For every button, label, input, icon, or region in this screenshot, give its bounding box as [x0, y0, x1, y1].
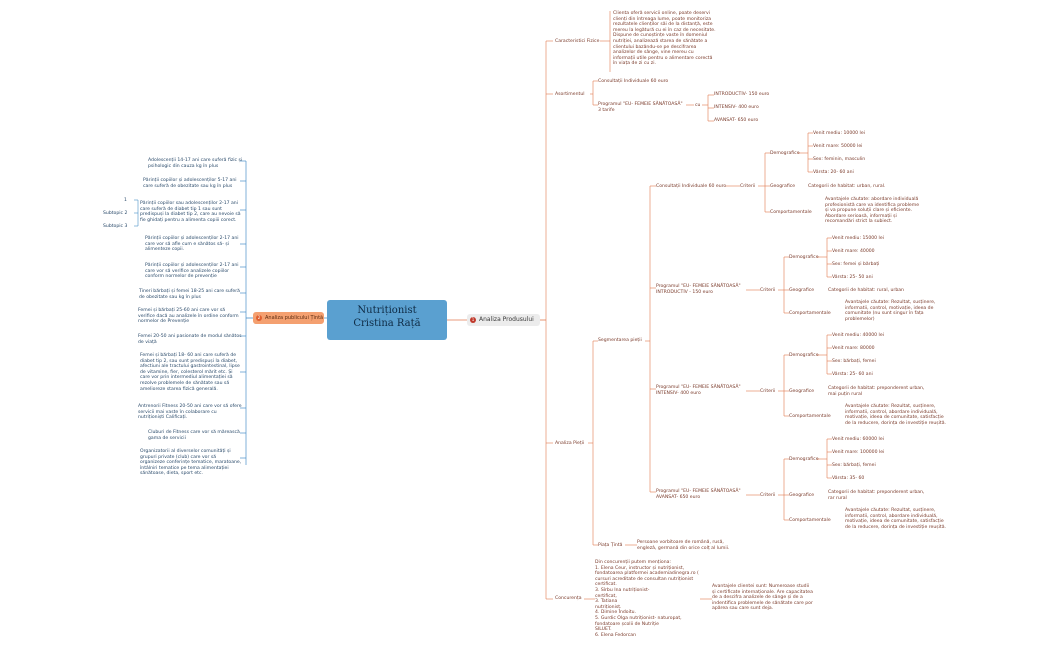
central-topic-title: Nutriționist Cristina Rață	[353, 305, 421, 329]
audience-item[interactable]: Adolescenții 14-17 ani care suferă fizic…	[148, 158, 243, 169]
comportamentale-text[interactable]: Avantajele căutate: Rezultat, susținere,…	[845, 300, 936, 322]
asortiment-consult[interactable]: Consultații Individuale 60 euro	[598, 79, 669, 84]
demo-item[interactable]: Venit mediu: 40000 lei	[832, 333, 884, 338]
demografice-label[interactable]: Demografice	[770, 151, 800, 156]
audience-item[interactable]: Antrenorii Fitness 20-50 ani care vor să…	[138, 404, 242, 421]
tier-item[interactable]: AVANSAT- 650 euro	[714, 118, 759, 123]
subtopic-1[interactable]: 1	[124, 198, 127, 203]
demo-item[interactable]: Venit mare: 100000 lei	[832, 450, 885, 455]
comportamentale-label[interactable]: Comportamentale	[789, 414, 831, 419]
audience-item[interactable]: Tineri bărbați și femei 18-25 ani care s…	[139, 289, 240, 300]
demo-item[interactable]: Sex: feminin, masculin	[813, 157, 866, 162]
piata-tinta-text[interactable]: Persoane vorbitoare de română, rusă, eng…	[637, 540, 730, 551]
concurenta-note[interactable]: Avantajele clientei sunt: Numeroase stud…	[712, 584, 813, 612]
caracteristici-text[interactable]: Clienta oferă servicii online, poate des…	[613, 11, 716, 67]
demo-item[interactable]: Sex: bărbați, femei	[832, 359, 876, 364]
audience-item[interactable]: Părinții copiilor sau adolescenților 2-1…	[140, 201, 241, 223]
geografice-label[interactable]: Geografice	[789, 389, 815, 394]
right-main-topic-label: Analiza Produsului	[479, 316, 534, 323]
comportamentale-label[interactable]: Comportamentale	[770, 210, 812, 215]
topic-number-badge: 2	[256, 315, 262, 321]
segmentarea-label[interactable]: Segmentarea pieții	[598, 338, 642, 343]
topic-number-badge: 1	[470, 317, 476, 323]
left-main-topic[interactable]: 2 Analiza publicului Țintă	[253, 312, 324, 324]
asortimentul-label[interactable]: Asortimentul	[555, 92, 585, 97]
geografice-label[interactable]: Geografice	[770, 184, 796, 189]
segment-name[interactable]: Programul "EU- FEMEIE SĂNĂTOASĂ" AVANSAT…	[656, 489, 741, 500]
audience-item[interactable]: Părinții copiilor și adolescenților 2-17…	[145, 263, 239, 280]
piata-tinta-label[interactable]: Piața Țintă	[598, 543, 623, 548]
tier-item[interactable]: INTENSIV- 400 euro	[714, 105, 759, 110]
subtopic-2[interactable]: Subtopic 2	[103, 211, 128, 216]
demo-item[interactable]: Venit mare: 50000 lei	[813, 144, 863, 149]
comportamentale-text[interactable]: Avantajele căutate: abordare individuală…	[825, 197, 920, 225]
geografice-label[interactable]: Geografice	[789, 288, 815, 293]
demografice-label[interactable]: Demografice	[789, 255, 819, 260]
demo-item[interactable]: Vârsta: 25- 60 ani	[832, 372, 873, 377]
right-main-topic[interactable]: 1 Analiza Produsului	[467, 314, 540, 326]
geografice-text[interactable]: Categorii de habitat: urban, rural.	[808, 184, 886, 189]
geografice-label[interactable]: Geografice	[789, 493, 815, 498]
demo-item[interactable]: Venit mediu: 60000 lei	[832, 437, 884, 442]
audience-item[interactable]: Femei 20-50 ani pasionate de modul sănăt…	[138, 334, 242, 345]
subtopic-3[interactable]: Subtopic 3	[103, 224, 128, 229]
audience-item[interactable]: Femei și bărbați 25-60 ani care vor să v…	[138, 308, 239, 325]
comportamentale-label[interactable]: Comportamentale	[789, 518, 831, 523]
segment-name[interactable]: Programul "EU- FEMEIE SĂNĂTOASĂ" INTENSI…	[656, 385, 741, 396]
comportamentale-text[interactable]: Avantajele căutate: Rezultat, susținere,…	[845, 404, 947, 426]
segment-name[interactable]: Consultații Individuale 60 euro	[656, 184, 727, 189]
audience-item[interactable]: Femei și bărbați 18- 60 ani care suferă …	[140, 353, 240, 392]
comportamentale-label[interactable]: Comportamentale	[789, 311, 831, 316]
demo-item[interactable]: Sex: bărbați, femei	[832, 463, 876, 468]
comportamentale-text[interactable]: Avantajele căutate: Rezultat, susținere,…	[845, 508, 947, 530]
demo-item[interactable]: Sex: femei și bărbați	[832, 262, 880, 267]
demografice-label[interactable]: Demografice	[789, 457, 819, 462]
geografice-text[interactable]: Categorii de habitat: rural, urban	[828, 288, 904, 293]
criterii-label[interactable]: Criterii	[760, 493, 776, 498]
demo-item[interactable]: Venit mediu: 15000 lei	[832, 236, 884, 241]
demo-item[interactable]: Vârsta: 35- 60	[832, 476, 865, 481]
concurenta-label[interactable]: Concurența	[555, 596, 582, 601]
audience-item[interactable]: Cluburi de Fitness care vor să mărească …	[148, 430, 240, 441]
asortiment-program[interactable]: Programul "EU- FEMEIE SĂNĂTOASĂ" 3 tarif…	[598, 102, 683, 113]
central-topic[interactable]: Nutriționist Cristina Rață	[327, 300, 447, 340]
demo-item[interactable]: Vârsta: 25- 50 ani	[832, 275, 873, 280]
criterii-label[interactable]: Criterii	[760, 288, 776, 293]
asortiment-cu: cu	[695, 103, 701, 108]
audience-item[interactable]: Părinții copiilor și adolescenților 2-17…	[145, 236, 239, 253]
segment-name[interactable]: Programul "EU- FEMEIE SĂNĂTOASĂ" INTRODU…	[656, 284, 741, 295]
audience-item[interactable]: Părinții copiilor și adolescenților 5-17…	[143, 178, 237, 189]
audience-item[interactable]: Organizatorii al diverselor comunități ș…	[140, 449, 242, 477]
geografice-text[interactable]: Categorii de habitat: preponderent urban…	[828, 386, 925, 397]
demo-item[interactable]: Vârsta: 20- 60 ani	[813, 170, 854, 175]
concurenta-text[interactable]: Din concurenții putem menționa: 1. Elena…	[595, 560, 699, 638]
caracteristici-label[interactable]: Caracteristici Fizice	[555, 39, 600, 44]
demo-item[interactable]: Venit mediu: 10000 lei	[813, 131, 865, 136]
criterii-label[interactable]: Criterii	[760, 389, 776, 394]
demografice-label[interactable]: Demografice	[789, 353, 819, 358]
geografice-text[interactable]: Categorii de habitat: preponderent urban…	[828, 490, 925, 501]
criterii-label[interactable]: Criterii	[740, 184, 756, 189]
analiza-pietii-label[interactable]: Analiza Pieții	[555, 441, 585, 446]
demo-item[interactable]: Venit mare: 80000	[832, 346, 875, 351]
left-main-topic-label: Analiza publicului Țintă	[265, 315, 324, 321]
tier-item[interactable]: INTRODUCTIV- 150 euro	[714, 92, 770, 97]
demo-item[interactable]: Venit mare: 40000	[832, 249, 875, 254]
